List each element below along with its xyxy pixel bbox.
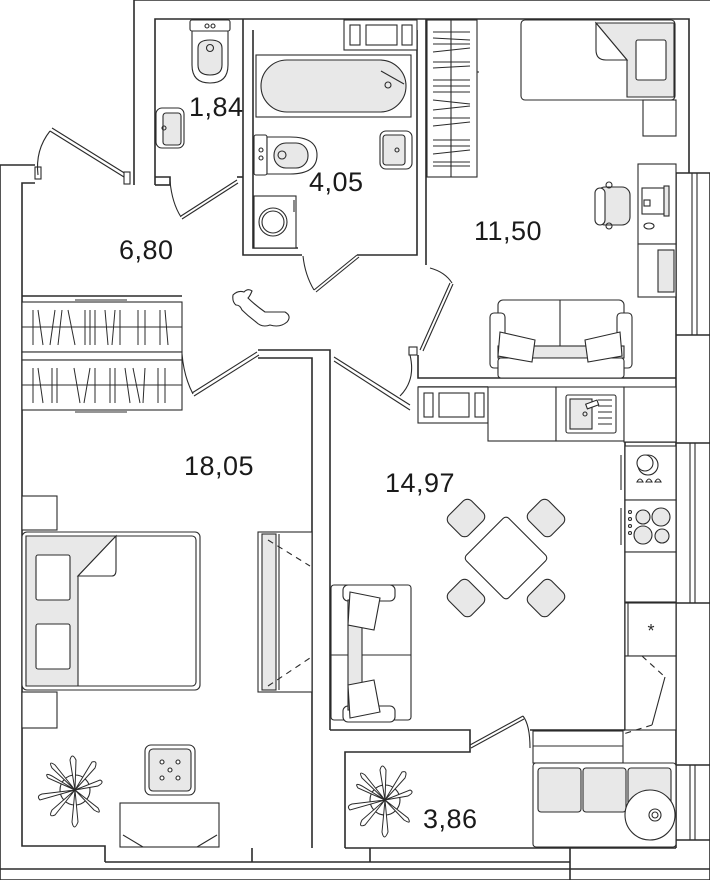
toilet-room — [155, 19, 231, 149]
single-bed-icon — [520, 19, 676, 101]
dog-icon — [232, 289, 290, 327]
kitchen-living-area-label: 14,97 — [385, 468, 456, 498]
fridge-icon: * — [624, 602, 677, 657]
kitchen-living-room: * — [330, 386, 677, 736]
nightstand-icon — [21, 495, 58, 531]
nightstand-icon — [21, 691, 58, 729]
toilet-area-label: 1,84 — [189, 92, 244, 122]
hallway-area-label: 6,80 — [119, 235, 174, 265]
wardrobe-icon — [21, 299, 183, 413]
bathroom-door[interactable] — [302, 254, 360, 293]
children-room-area-label: 11,50 — [474, 216, 543, 246]
office-chair-icon — [594, 181, 631, 230]
round-table-icon — [624, 789, 676, 841]
plant-icon — [37, 755, 103, 828]
entrance-door[interactable] — [34, 127, 131, 185]
washing-machine-icon — [253, 195, 297, 249]
wardrobe-icon — [426, 19, 479, 178]
cabinet-icon — [624, 551, 677, 603]
bathtub-icon — [255, 54, 412, 118]
sofa-icon — [489, 299, 633, 379]
children-room-door[interactable] — [408, 267, 454, 356]
living-room-door[interactable] — [333, 354, 413, 411]
toilet-door[interactable] — [169, 179, 239, 220]
bedroom-door[interactable] — [181, 351, 260, 397]
bathroom-area-label: 4,05 — [309, 167, 364, 197]
oven-cabinet-icon — [417, 386, 489, 424]
kitchen-sink-icon — [555, 386, 625, 442]
ottoman-icon — [144, 744, 196, 796]
dining-table-icon — [446, 498, 566, 618]
toilet-fixture-icon — [189, 19, 231, 84]
bookshelf-icon — [637, 243, 677, 298]
dishwasher-icon — [620, 445, 677, 501]
sink-icon — [155, 107, 185, 149]
double-bed-icon — [21, 531, 201, 691]
dresser-icon — [119, 802, 220, 848]
tv-cabinet-icon — [257, 531, 313, 693]
bedroom-room — [21, 495, 313, 848]
balcony-area-label: 3,86 — [423, 804, 478, 834]
children-room — [426, 19, 677, 379]
oven-door-icon — [619, 655, 677, 736]
chair-icon — [526, 498, 566, 538]
nightstand-icon — [642, 99, 677, 137]
laptop-icon — [641, 185, 670, 230]
chair-icon — [446, 498, 486, 538]
corner-cabinet-icon — [623, 386, 677, 443]
stove-icon — [620, 499, 677, 553]
counter-icon — [487, 386, 557, 442]
sofa-icon — [330, 584, 412, 723]
cabinet-icon — [343, 19, 418, 51]
hallway-room — [21, 289, 290, 413]
doors — [34, 127, 531, 749]
balcony-room — [347, 730, 677, 848]
svg-text:*: * — [647, 621, 654, 641]
bench-icon — [532, 730, 624, 764]
toilet-fixture-icon — [253, 134, 318, 176]
plant-icon — [347, 765, 413, 838]
bedroom-area-label: 18,05 — [184, 451, 255, 481]
chair-icon — [446, 578, 486, 618]
sink-icon — [379, 130, 413, 170]
chair-icon — [526, 578, 566, 618]
bathroom-room — [253, 19, 418, 249]
balcony-door[interactable] — [469, 715, 531, 749]
